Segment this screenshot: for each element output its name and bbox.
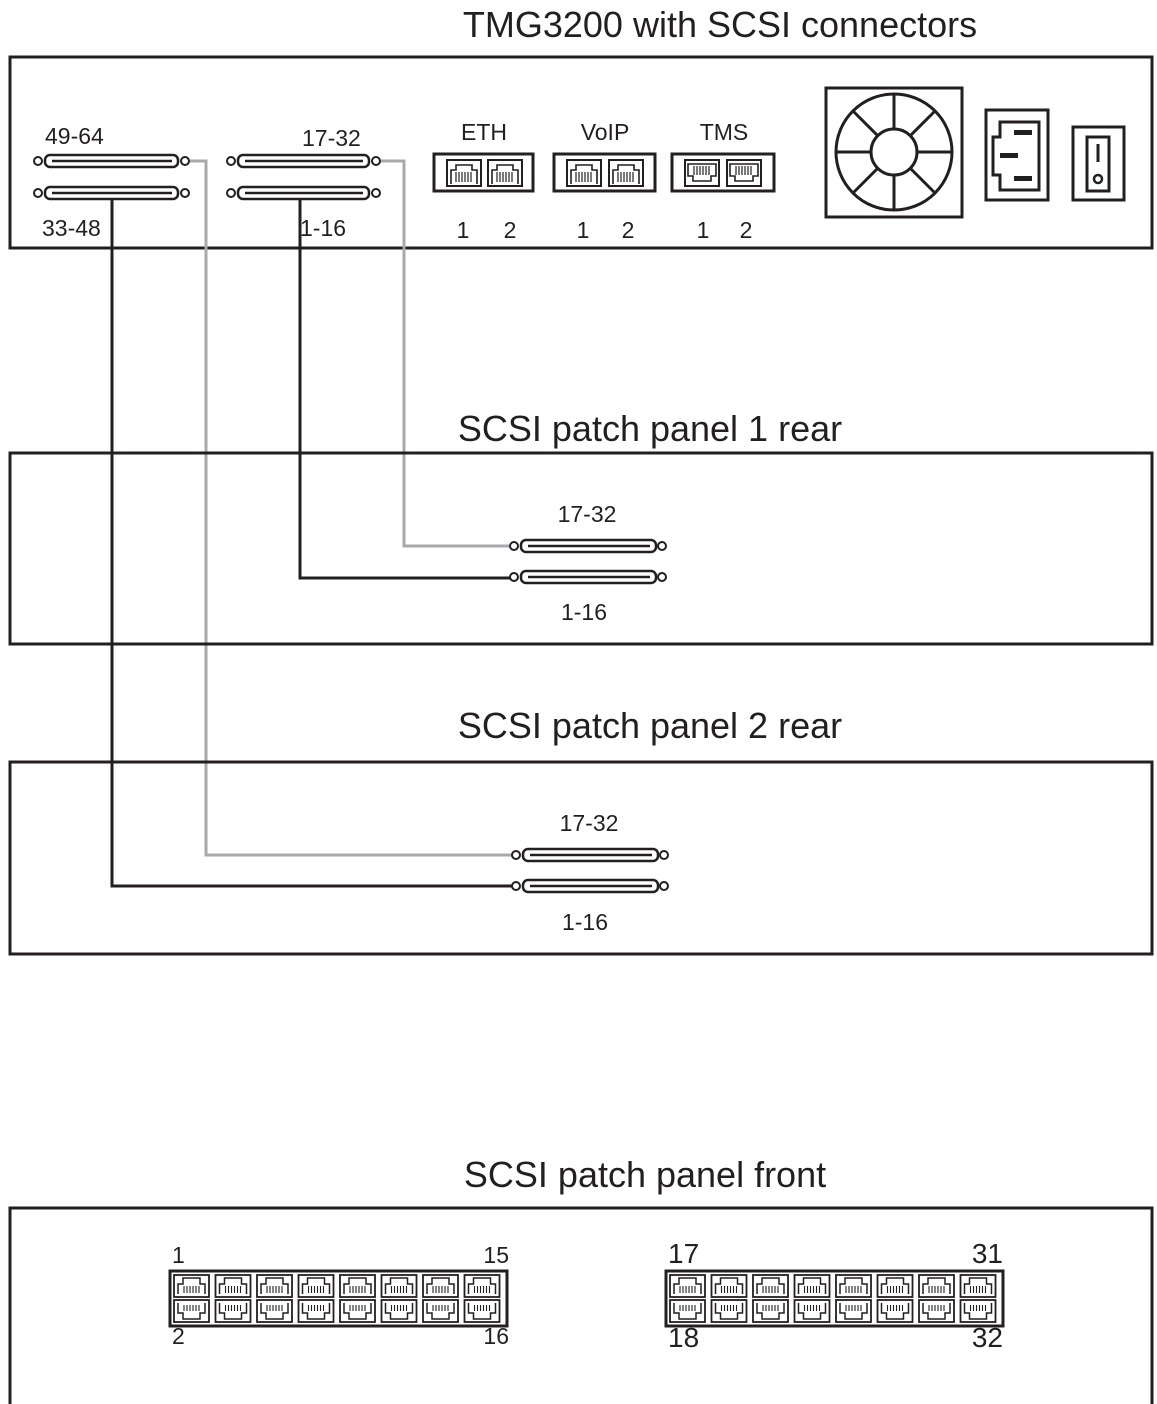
front-left-jack-10[interactable] <box>339 1299 376 1323</box>
front-left-jack-8[interactable] <box>297 1299 335 1323</box>
tmg-title: TMG3200 with SCSI connectors <box>463 4 977 45</box>
fan-icon <box>824 86 964 219</box>
eth-port-number-2: 2 <box>504 217 517 243</box>
front-right-jack-31[interactable] <box>959 1274 997 1298</box>
panel1-title: SCSI patch panel 1 rear <box>458 408 842 449</box>
cable-49-64-to-panel2-17-32 <box>190 159 512 857</box>
front-left-label-top-right: 15 <box>483 1242 509 1268</box>
front-right-jack-20[interactable] <box>710 1299 748 1323</box>
panel2-label-1-16: 1-16 <box>562 909 608 935</box>
front-left-jack-12[interactable] <box>380 1299 418 1323</box>
voip-port-number-1: 1 <box>577 217 590 243</box>
front-left-jack-3[interactable] <box>214 1274 252 1298</box>
front-left-jack-5[interactable] <box>256 1274 293 1298</box>
voip-label: VoIP <box>581 119 630 145</box>
front-left-port-block <box>168 1269 509 1328</box>
panel1-chassis <box>8 451 1154 646</box>
tms-port-number-1: 1 <box>697 217 710 243</box>
tms-port-number-2: 2 <box>740 217 753 243</box>
front-right-jack-17[interactable] <box>669 1274 706 1298</box>
voip-port-group: VoIP 1 2 <box>552 119 657 243</box>
front-right-jack-29[interactable] <box>918 1274 955 1298</box>
front-left-jack-1[interactable] <box>173 1274 210 1298</box>
front-left-label-top-left: 1 <box>172 1242 185 1268</box>
front-left-label-bottom-left: 2 <box>172 1323 185 1349</box>
front-left-jacks <box>173 1274 501 1323</box>
panel1-label-1-16: 1-16 <box>561 599 607 625</box>
front-right-label-top-right: 31 <box>972 1238 1003 1269</box>
tms-port-1[interactable] <box>684 159 720 187</box>
tmg-scsi-label-17-32: 17-32 <box>302 125 361 151</box>
power-switch[interactable] <box>1071 125 1126 202</box>
cable-17-32-to-panel1-17-32 <box>381 159 510 548</box>
front-right-jack-18[interactable] <box>669 1299 706 1323</box>
tms-port-2[interactable] <box>726 159 762 187</box>
eth-port-2[interactable] <box>487 159 523 187</box>
tmg-scsi-label-33-48: 33-48 <box>42 215 101 241</box>
front-right-jack-21[interactable] <box>752 1274 789 1298</box>
tmg-scsi-connector-17-32[interactable] <box>226 153 381 169</box>
front-left-jack-2[interactable] <box>173 1299 210 1323</box>
tms-port-group: TMS 1 2 <box>670 119 776 243</box>
front-left-jack-15[interactable] <box>463 1274 501 1298</box>
front-right-jack-27[interactable] <box>876 1274 914 1298</box>
front-left-jack-7[interactable] <box>297 1274 335 1298</box>
panel2-chassis <box>8 760 1154 956</box>
front-left-jack-4[interactable] <box>214 1299 252 1323</box>
front-right-jack-22[interactable] <box>752 1299 789 1323</box>
front-right-jacks <box>669 1274 997 1323</box>
power-inlet-icon <box>984 108 1050 202</box>
front-left-jack-9[interactable] <box>339 1274 376 1298</box>
front-left-jack-14[interactable] <box>422 1299 459 1323</box>
front-panel-title: SCSI patch panel front <box>464 1154 826 1195</box>
front-right-jack-24[interactable] <box>793 1299 831 1323</box>
panel2-title: SCSI patch panel 2 rear <box>458 705 842 746</box>
tmg-scsi-label-49-64: 49-64 <box>45 123 104 149</box>
front-right-jack-19[interactable] <box>710 1274 748 1298</box>
tmg-scsi-connector-49-64[interactable] <box>33 153 190 169</box>
front-left-jack-11[interactable] <box>380 1274 418 1298</box>
front-left-jack-13[interactable] <box>422 1274 459 1298</box>
front-right-jack-30[interactable] <box>918 1299 955 1323</box>
panel1-scsi-connector-1-16[interactable] <box>509 569 667 585</box>
tmg-scsi-connector-33-48[interactable] <box>33 185 190 201</box>
front-right-label-top-left: 17 <box>668 1238 699 1269</box>
voip-port-number-2: 2 <box>622 217 635 243</box>
front-left-jack-6[interactable] <box>256 1299 293 1323</box>
panel2-scsi-connector-1-16[interactable] <box>511 878 669 894</box>
panel2-scsi-connector-17-32[interactable] <box>511 847 669 863</box>
front-right-jack-23[interactable] <box>793 1274 831 1298</box>
panel1-label-17-32: 17-32 <box>558 501 617 527</box>
front-right-jack-25[interactable] <box>835 1274 872 1298</box>
front-right-jack-32[interactable] <box>959 1299 997 1323</box>
panel2-label-17-32: 17-32 <box>560 810 619 836</box>
front-right-jack-26[interactable] <box>835 1299 872 1323</box>
voip-port-1[interactable] <box>566 159 602 187</box>
eth-port-number-1: 1 <box>457 217 470 243</box>
voip-port-2[interactable] <box>608 159 644 187</box>
eth-label: ETH <box>461 119 507 145</box>
tmg-scsi-connector-1-16[interactable] <box>226 185 381 201</box>
tmg-chassis <box>8 55 1154 250</box>
eth-port-group: ETH 1 2 <box>432 119 535 243</box>
cable-1-16-to-panel1-1-16 <box>298 199 510 580</box>
cable-33-48-to-panel2-1-16 <box>110 199 512 888</box>
front-right-port-block <box>664 1269 1005 1328</box>
front-left-jack-16[interactable] <box>463 1299 501 1323</box>
front-panel-chassis <box>8 1206 1154 1404</box>
panel1-scsi-connector-17-32[interactable] <box>509 538 667 554</box>
eth-port-1[interactable] <box>446 159 482 187</box>
tms-label: TMS <box>700 119 749 145</box>
cables <box>110 159 512 888</box>
tmg-scsi-label-1-16: 1-16 <box>300 215 346 241</box>
front-right-jack-28[interactable] <box>876 1299 914 1323</box>
